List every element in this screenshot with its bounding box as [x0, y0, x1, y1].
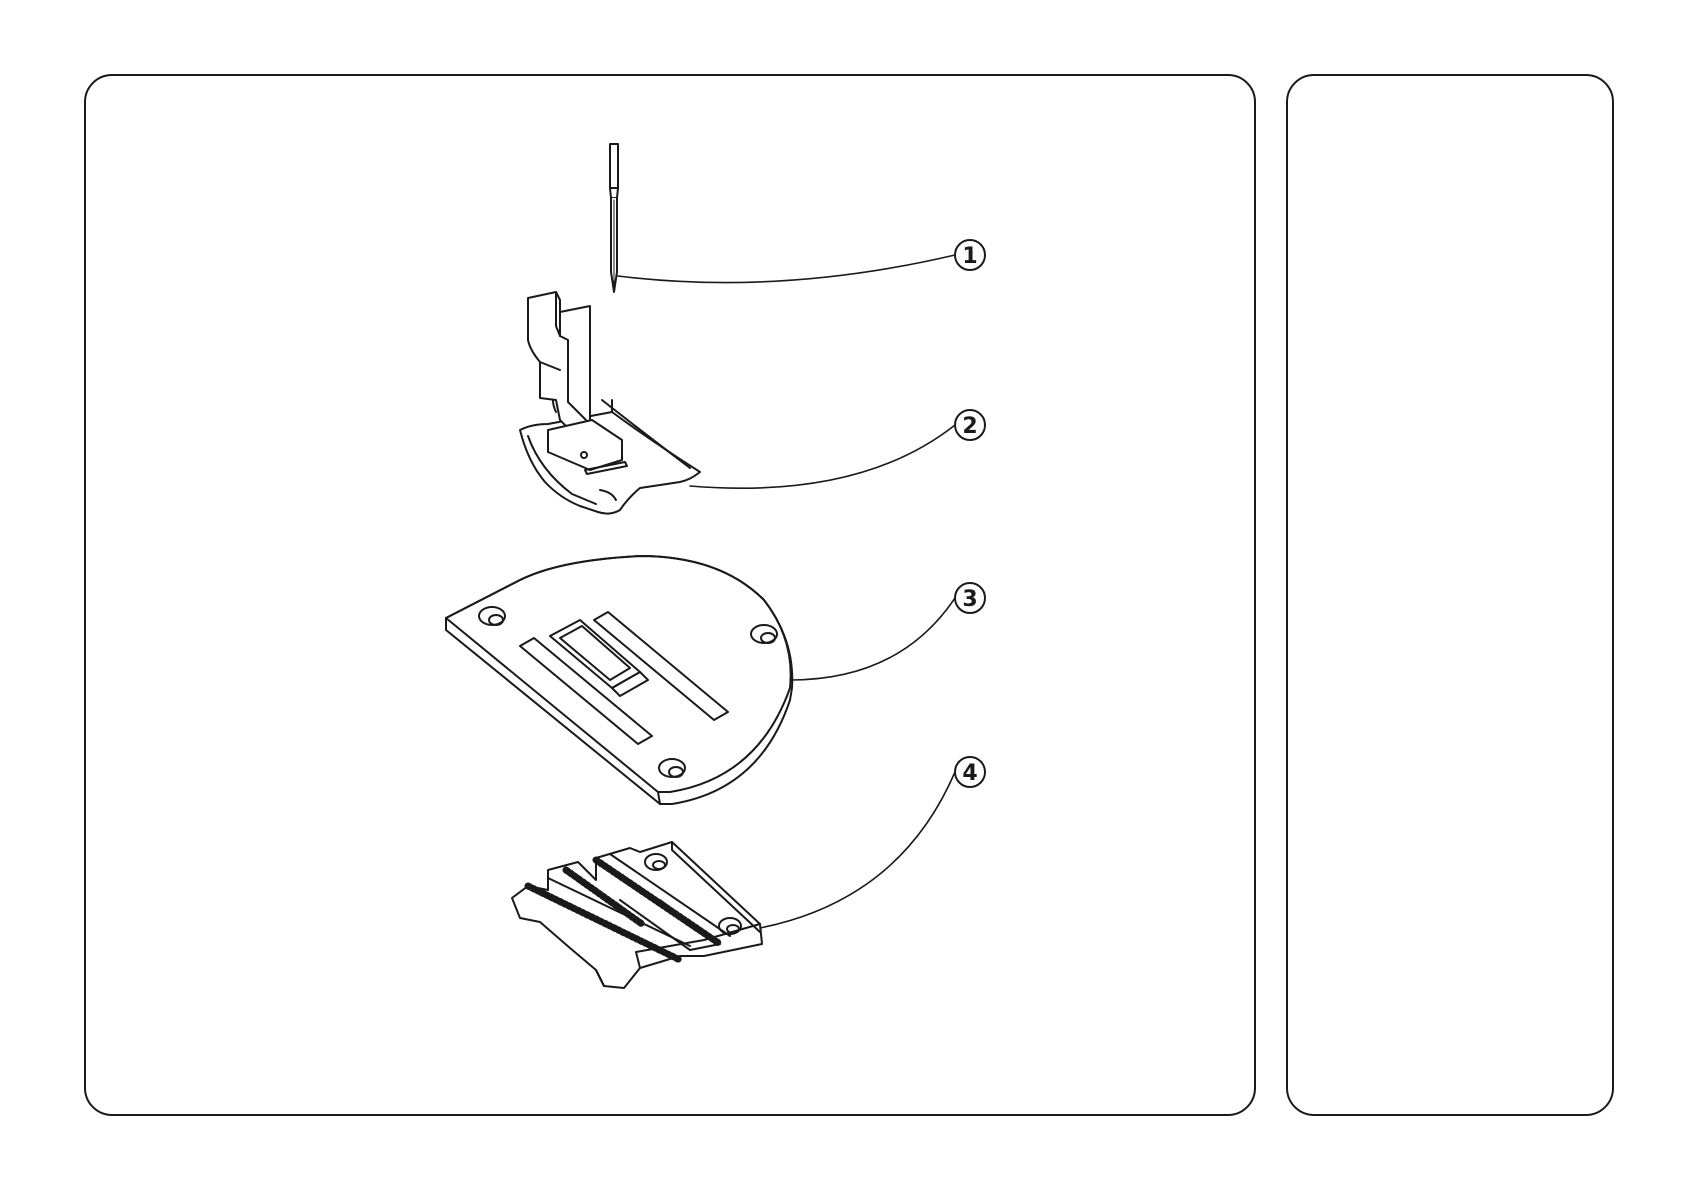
callout-1: 1: [955, 240, 985, 270]
callout-number-2: 2: [962, 414, 977, 439]
leader-line-4: [760, 772, 955, 928]
presser-foot-illustration: [520, 292, 700, 514]
callout-3: 3: [955, 583, 985, 613]
callout-number-4: 4: [962, 761, 977, 786]
leader-line-2: [690, 425, 955, 488]
feed-dog-illustration: [512, 842, 762, 988]
leader-line-1: [618, 255, 955, 283]
callout-number-3: 3: [962, 587, 977, 612]
callout-4: 4: [955, 757, 985, 787]
callout-2: 2: [955, 410, 985, 440]
needle-illustration: [610, 144, 618, 292]
leader-line-3: [790, 598, 955, 680]
needle-plate-illustration: [446, 556, 792, 804]
callout-number-1: 1: [962, 244, 977, 269]
